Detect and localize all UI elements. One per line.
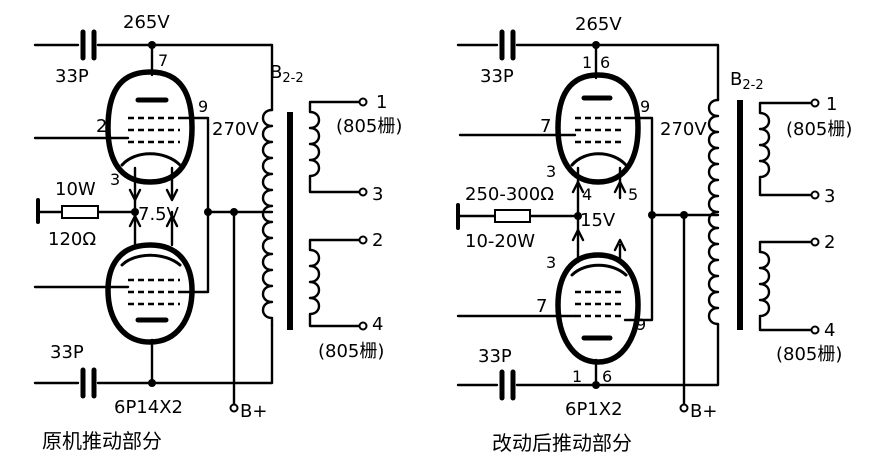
right-pin-plate-top: 9 — [640, 97, 650, 116]
left-out4-label: 4 — [372, 314, 383, 335]
left-out4-note: (805栅) — [318, 341, 384, 362]
left-out2-terminal — [358, 235, 368, 245]
right-resistor-value: 250-300Ω — [465, 184, 554, 205]
left-bottom-plate-wire — [178, 210, 210, 294]
left-resistor-value: 120Ω — [48, 229, 96, 250]
right-out3-label: 3 — [824, 186, 835, 207]
right-out4-note: (805栅) — [776, 344, 842, 365]
left-secondary-top — [308, 100, 362, 194]
right-bottom-wire — [456, 323, 720, 387]
right-cathode-arrow-c — [571, 228, 585, 242]
right-cathode-voltage: 15V — [580, 210, 616, 231]
right-pin-bottom-1: 1 — [572, 367, 582, 386]
left-cathode-arrow-d — [165, 214, 179, 228]
right-out1-terminal — [810, 98, 820, 108]
right-bottom-tube-envelope — [555, 252, 641, 365]
right-pin-grid-top: 7 — [540, 116, 551, 137]
right-pin-5: 5 — [628, 185, 638, 204]
right-cap-bottom-label: 33P — [478, 346, 512, 367]
left-voltage-top: 265V — [123, 12, 170, 33]
right-bplus-junction — [680, 211, 688, 219]
left-bplus-junction — [230, 208, 238, 216]
right-circuit: 265V 33P 1 6 7 9 270V B2-2 3 4 5 250-300… — [456, 14, 852, 455]
left-pin-cathode: 3 — [110, 170, 120, 189]
left-cap-bottom-label: 33P — [50, 342, 84, 363]
left-cap-top-label: 33P — [55, 66, 89, 87]
right-pin-top-1: 1 — [582, 53, 592, 72]
left-bottom-tube-envelope — [105, 242, 195, 345]
right-out2-label: 2 — [824, 232, 835, 253]
left-primary-winding — [261, 108, 274, 327]
left-cathode-arrow-c — [128, 214, 142, 228]
left-cathode-arrow-b — [165, 188, 179, 202]
right-top-tube-envelope — [555, 72, 641, 185]
right-top-wire — [456, 43, 720, 102]
left-cathode-arrow-a — [128, 188, 142, 202]
right-cap-top-label: 33P — [480, 66, 514, 87]
left-bplus-wire — [206, 210, 274, 407]
right-secondary-bottom — [758, 240, 814, 332]
right-out3-terminal — [810, 190, 820, 200]
left-resistor — [61, 205, 99, 219]
right-pin-bottom-6: 6 — [602, 367, 612, 386]
right-bplus-wire — [650, 213, 720, 407]
right-out4-label: 4 — [824, 320, 835, 341]
right-bottom-tube-cathode — [570, 263, 628, 277]
right-top-tube-cathode — [570, 152, 628, 167]
right-out4-terminal — [810, 325, 820, 335]
right-cathode-arrow-b — [613, 180, 627, 194]
left-circuit: 265V 33P 7 2 9 270V B2-2 3 10W 120Ω 7.5V… — [33, 12, 402, 453]
right-bottom-junction — [592, 381, 600, 389]
right-out2-terminal — [810, 237, 820, 247]
left-transformer-label: B2-2 — [270, 62, 304, 86]
left-tube-type: 6P14X2 — [114, 397, 183, 418]
left-bottom-junction — [148, 379, 156, 387]
left-bottom-tube-cathode — [120, 253, 182, 267]
left-bplus-label: B+ — [240, 401, 267, 422]
left-out1-label: 1 — [376, 92, 387, 113]
left-out2-label: 2 — [372, 230, 383, 251]
left-secondary-bottom — [308, 238, 362, 328]
right-pin-plate-bottom: 9 — [636, 315, 646, 334]
left-pin-plate: 9 — [198, 97, 208, 116]
right-bplus-terminal — [679, 403, 689, 413]
right-resistor-power: 10-20W — [465, 231, 535, 252]
right-pin-3-bottom: 3 — [546, 253, 556, 272]
right-pin-4: 4 — [582, 185, 592, 204]
right-pin-grid-bottom: 7 — [536, 296, 547, 317]
right-pin-3-top: 3 — [546, 162, 556, 181]
right-cathode-arrow-d — [613, 238, 627, 252]
left-resistor-power: 10W — [55, 179, 96, 200]
left-top-tube-envelope — [105, 69, 195, 185]
left-out3-label: 3 — [372, 184, 383, 205]
right-caption: 改动后推动部分 — [492, 431, 632, 455]
right-bottom-plate-wire — [623, 213, 654, 322]
left-plate-voltage: 270V — [212, 119, 259, 140]
right-bplus-label: B+ — [690, 401, 717, 422]
left-out1-terminal — [358, 97, 368, 107]
right-transformer-label: B2-2 — [730, 69, 764, 93]
left-top-tube-cathode — [120, 152, 182, 167]
left-cathode-voltage: 7.5V — [138, 204, 180, 225]
right-pin-top-6: 6 — [600, 53, 610, 72]
right-plate-voltage: 270V — [660, 119, 707, 140]
left-pin-grid: 2 — [96, 116, 107, 137]
right-voltage-top: 265V — [575, 14, 622, 35]
left-out4-terminal — [358, 321, 368, 331]
right-primary-winding — [707, 98, 720, 327]
right-cathode-arrow-a — [571, 180, 585, 194]
left-bplus-terminal — [229, 403, 239, 413]
left-top-plate-wire — [178, 116, 210, 212]
right-tube-type: 6P1X2 — [565, 399, 623, 420]
left-out1-note: (805栅) — [336, 116, 402, 137]
right-resistor — [494, 209, 531, 223]
left-pin-top-tube: 7 — [158, 51, 168, 70]
right-out1-label: 1 — [826, 94, 837, 115]
left-caption: 原机推动部分 — [42, 429, 162, 453]
left-out3-terminal — [358, 187, 368, 197]
right-top-plate-wire — [623, 116, 654, 217]
right-secondary-top — [758, 101, 814, 197]
right-out1-note: (805栅) — [786, 119, 852, 140]
